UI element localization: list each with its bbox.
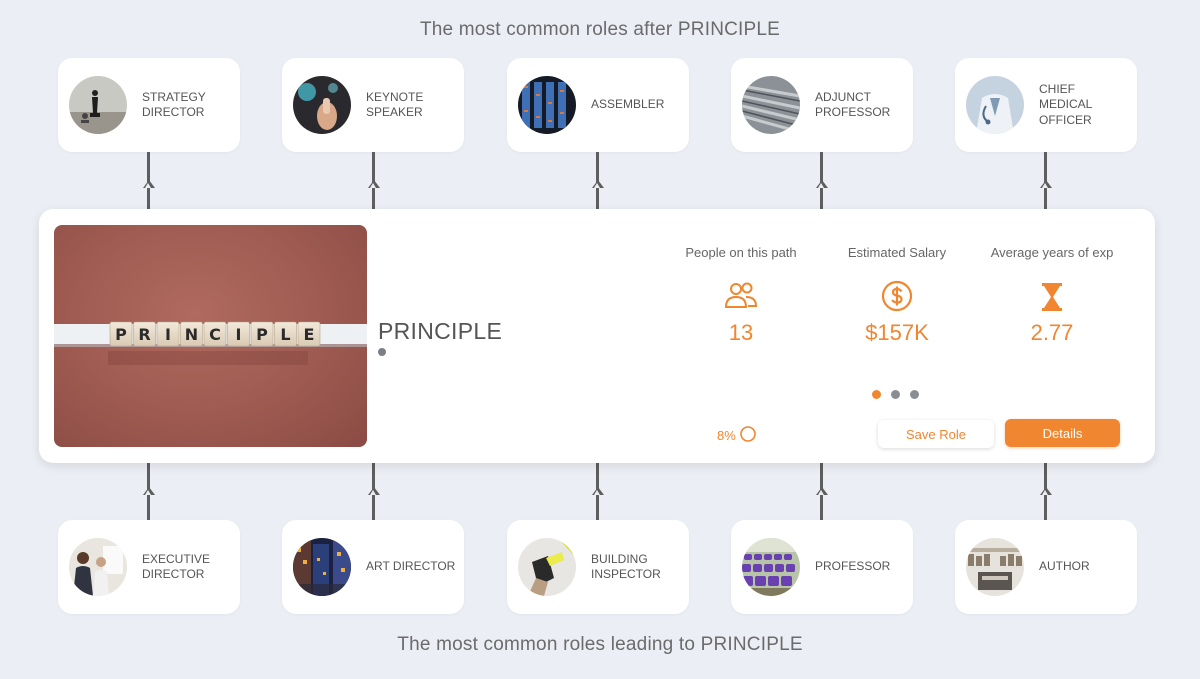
- arrow-up-icon: [815, 180, 828, 188]
- letter-tile-text: L: [280, 325, 290, 344]
- letter-tile-text: C: [209, 325, 221, 344]
- indicator-dot: [378, 348, 386, 356]
- arrow-up-icon: [1039, 180, 1052, 188]
- carousel-dot[interactable]: [910, 390, 919, 399]
- next-roles-row: STRATEGY DIRECTOR KEYNOTE SPEAKER: [0, 58, 1200, 152]
- next-role-card[interactable]: ASSEMBLER: [507, 58, 689, 152]
- previous-role-card[interactable]: ART DIRECTOR: [282, 520, 464, 614]
- role-label: STRATEGY DIRECTOR: [142, 89, 206, 120]
- letter-tile-text: E: [304, 325, 315, 344]
- lecture-hall-photo-icon: [742, 538, 800, 596]
- role-label: KEYNOTE SPEAKER: [366, 89, 424, 120]
- letter-tile-text: P: [256, 325, 268, 344]
- details-button[interactable]: Details: [1005, 419, 1120, 447]
- arrow-up-icon: [367, 487, 380, 495]
- arrow-up-icon: [591, 180, 604, 188]
- letter-tile: [274, 321, 297, 347]
- library-photo-icon: [966, 538, 1024, 596]
- dollar-circle-icon: [822, 280, 972, 312]
- arrow-up-icon: [1039, 487, 1052, 495]
- meeting-photo-icon: [69, 538, 127, 596]
- previous-role-card[interactable]: PROFESSOR: [731, 520, 913, 614]
- letter-tile: [297, 321, 321, 347]
- letter-tile: [203, 321, 227, 347]
- letter-tile-text: N: [185, 325, 198, 344]
- letter-tile-text: I: [165, 325, 171, 344]
- previous-role-card[interactable]: AUTHOR: [955, 520, 1137, 614]
- stat-experience: Average years of exp 2.77: [977, 245, 1127, 346]
- speaker-photo-icon: [293, 76, 351, 134]
- save-role-button[interactable]: Save Role: [878, 420, 994, 448]
- match-percent-value: 8%: [717, 428, 736, 443]
- role-label: PROFESSOR: [815, 559, 891, 574]
- stat-value: $157K: [865, 320, 929, 345]
- previous-role-card[interactable]: EXECUTIVE DIRECTOR: [58, 520, 240, 614]
- inspector-photo-icon: [518, 538, 576, 596]
- letter-tile: [250, 321, 274, 347]
- stat-value: 2.77: [1030, 320, 1074, 345]
- next-role-card[interactable]: CHIEF MEDICAL OFFICER: [955, 58, 1137, 152]
- match-percentage: 8%: [717, 425, 757, 446]
- letter-tile: [109, 321, 133, 347]
- next-role-card[interactable]: KEYNOTE SPEAKER: [282, 58, 464, 152]
- role-label: ASSEMBLER: [591, 97, 665, 112]
- stat-label: Average years of exp: [990, 245, 1114, 260]
- next-roles-heading: The most common roles after PRINCIPLE: [419, 19, 781, 40]
- role-label: CHIEF MEDICAL OFFICER: [1039, 81, 1092, 127]
- chess-king-photo-icon: [69, 76, 127, 134]
- carousel-dot[interactable]: [891, 390, 900, 399]
- previous-role-card[interactable]: BUILDING INSPECTOR: [507, 520, 689, 614]
- next-role-card[interactable]: STRATEGY DIRECTOR: [58, 58, 240, 152]
- letter-tile-text: P: [115, 325, 127, 344]
- progress-ring-icon: [739, 425, 757, 446]
- stat-salary: Estimated Salary $157K: [822, 245, 972, 346]
- stat-label: People on this path: [685, 245, 797, 260]
- letter-tile-text: R: [138, 325, 150, 344]
- current-role-title: PRINCIPLE: [378, 318, 503, 344]
- role-label: ADJUNCT PROFESSOR: [815, 89, 891, 120]
- letter-tile: [156, 321, 180, 347]
- letter-tile-text: I: [236, 325, 242, 344]
- arrow-up-icon: [142, 180, 155, 188]
- auditorium-seats-photo-icon: [742, 76, 800, 134]
- role-label: ART DIRECTOR: [366, 559, 456, 574]
- role-label: AUTHOR: [1039, 559, 1090, 574]
- role-label: BUILDING INSPECTOR: [591, 551, 661, 582]
- previous-roles-heading: The most common roles leading to PRINCIP…: [397, 634, 803, 655]
- doctor-photo-icon: [966, 76, 1024, 134]
- arrow-up-icon: [591, 487, 604, 495]
- stat-value: 13: [728, 320, 754, 345]
- stat-label: Estimated Salary: [847, 245, 947, 260]
- server-rack-photo-icon: [518, 76, 576, 134]
- city-street-photo-icon: [293, 538, 351, 596]
- stat-people: People on this path 13: [666, 245, 816, 346]
- letter-tile: [180, 321, 203, 347]
- next-role-card[interactable]: ADJUNCT PROFESSOR: [731, 58, 913, 152]
- carousel-dot-active[interactable]: [872, 390, 881, 399]
- role-label: EXECUTIVE DIRECTOR: [142, 551, 211, 582]
- arrow-up-icon: [142, 487, 155, 495]
- letter-tile: [133, 321, 156, 347]
- arrow-up-icon: [367, 180, 380, 188]
- arrow-up-icon: [815, 487, 828, 495]
- hourglass-icon: [977, 282, 1127, 314]
- previous-roles-row: EXECUTIVE DIRECTOR ART DIRECTOR: [0, 520, 1200, 614]
- letter-tile: [227, 321, 250, 347]
- people-icon: [666, 280, 816, 312]
